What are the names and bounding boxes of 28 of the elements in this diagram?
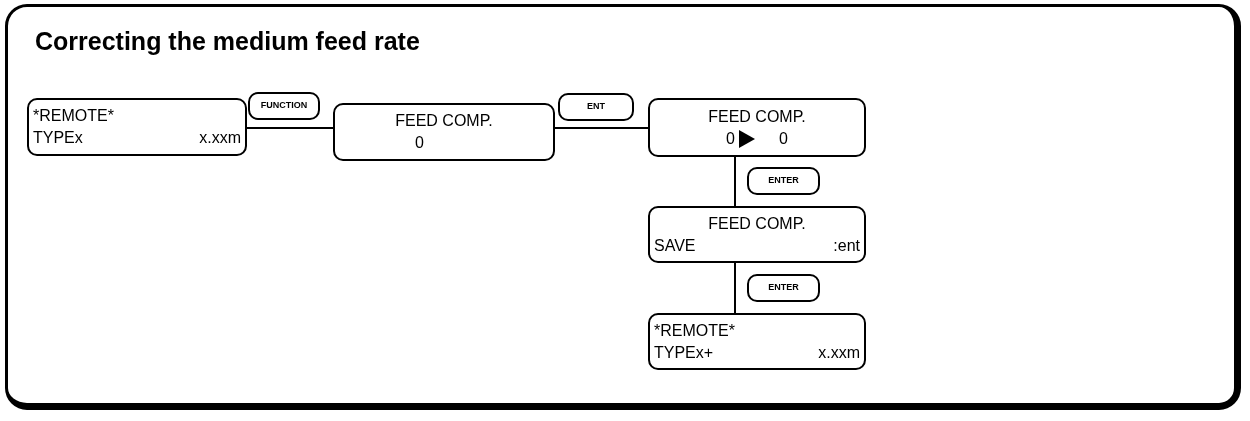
connector-line: [734, 156, 736, 207]
display-text: 0: [726, 128, 735, 149]
display-screen: [333, 103, 555, 161]
connector-line: [554, 127, 649, 129]
display-text: x.xxm: [199, 128, 241, 148]
display-text: *REMOTE*: [33, 107, 114, 124]
display-screen: [648, 313, 866, 370]
display-text: FEED COMP.: [708, 107, 806, 125]
display-screen: [648, 98, 866, 157]
key-button: FUNCTION: [248, 92, 320, 120]
display-screen: [648, 206, 866, 263]
key-button: ENTER: [747, 167, 820, 195]
key-button: ENT: [558, 93, 634, 121]
display-screen: [27, 98, 247, 156]
display-text: *REMOTE*: [654, 321, 735, 339]
connector-line: [246, 127, 334, 129]
display-text: TYPEx+: [654, 342, 714, 363]
display-text: SAVE: [654, 235, 696, 256]
key-button: ENTER: [747, 274, 820, 302]
display-text: 0: [779, 128, 788, 149]
display-text: x.xxm: [818, 342, 860, 363]
title: Correcting the medium feed rate: [35, 26, 420, 57]
display-text: 0: [415, 134, 424, 151]
display-text: FEED COMP.: [395, 112, 493, 129]
display-text: :ent: [833, 235, 860, 256]
display-text: TYPEx: [33, 128, 83, 148]
connector-line: [734, 262, 736, 314]
display-text: FEED COMP.: [708, 214, 806, 232]
